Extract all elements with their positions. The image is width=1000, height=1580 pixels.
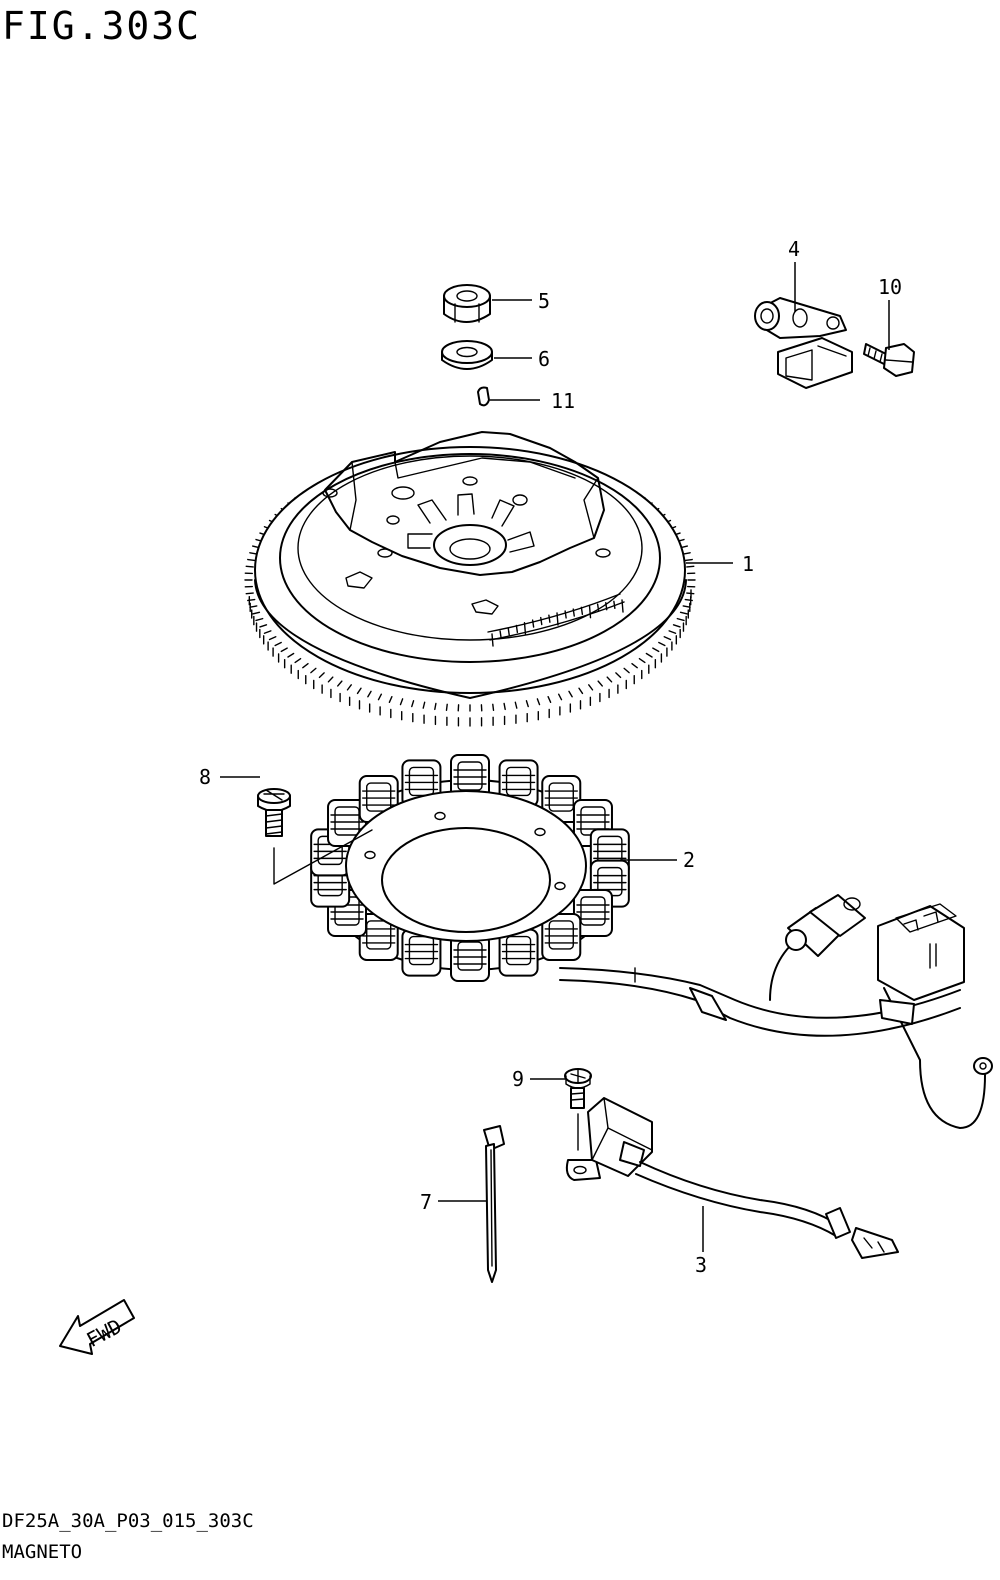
callout-4: 4 — [788, 237, 800, 261]
callout-9: 9 — [512, 1067, 524, 1091]
part-6-washer[interactable] — [441, 340, 493, 370]
part-3-pulser-coil[interactable] — [565, 1097, 899, 1259]
leader-lines — [220, 262, 890, 1252]
callout-1: 1 — [742, 552, 754, 576]
callout-10: 10 — [878, 275, 902, 299]
part-2-stator[interactable] — [310, 754, 993, 1129]
figure-code: DF25A_30A_P03_015_303C — [2, 1510, 254, 1532]
timing-scale — [491, 599, 624, 647]
callout-8: 8 — [199, 765, 211, 789]
part-5-nut[interactable] — [443, 284, 491, 323]
part-1-flywheel[interactable] — [244, 431, 696, 727]
callout-7: 7 — [420, 1190, 432, 1214]
callout-11: 11 — [551, 389, 575, 413]
part-10-screw[interactable] — [863, 343, 915, 377]
figure-name: MAGNETO — [2, 1541, 83, 1563]
fwd-direction-arrow: FWD — [59, 1299, 135, 1355]
part-8-bolt[interactable] — [257, 788, 373, 885]
part-9-screw[interactable] — [564, 1068, 592, 1151]
part-11-key[interactable] — [477, 386, 490, 407]
stator-coils — [310, 754, 630, 982]
callout-3: 3 — [695, 1253, 707, 1277]
callout-5: 5 — [538, 289, 550, 313]
part-7-cable-tie[interactable] — [483, 1125, 505, 1283]
part-4-sensor[interactable] — [754, 297, 853, 389]
figure-title: FIG.303C — [2, 4, 202, 48]
callout-2: 2 — [683, 848, 695, 872]
callout-6: 6 — [538, 347, 550, 371]
